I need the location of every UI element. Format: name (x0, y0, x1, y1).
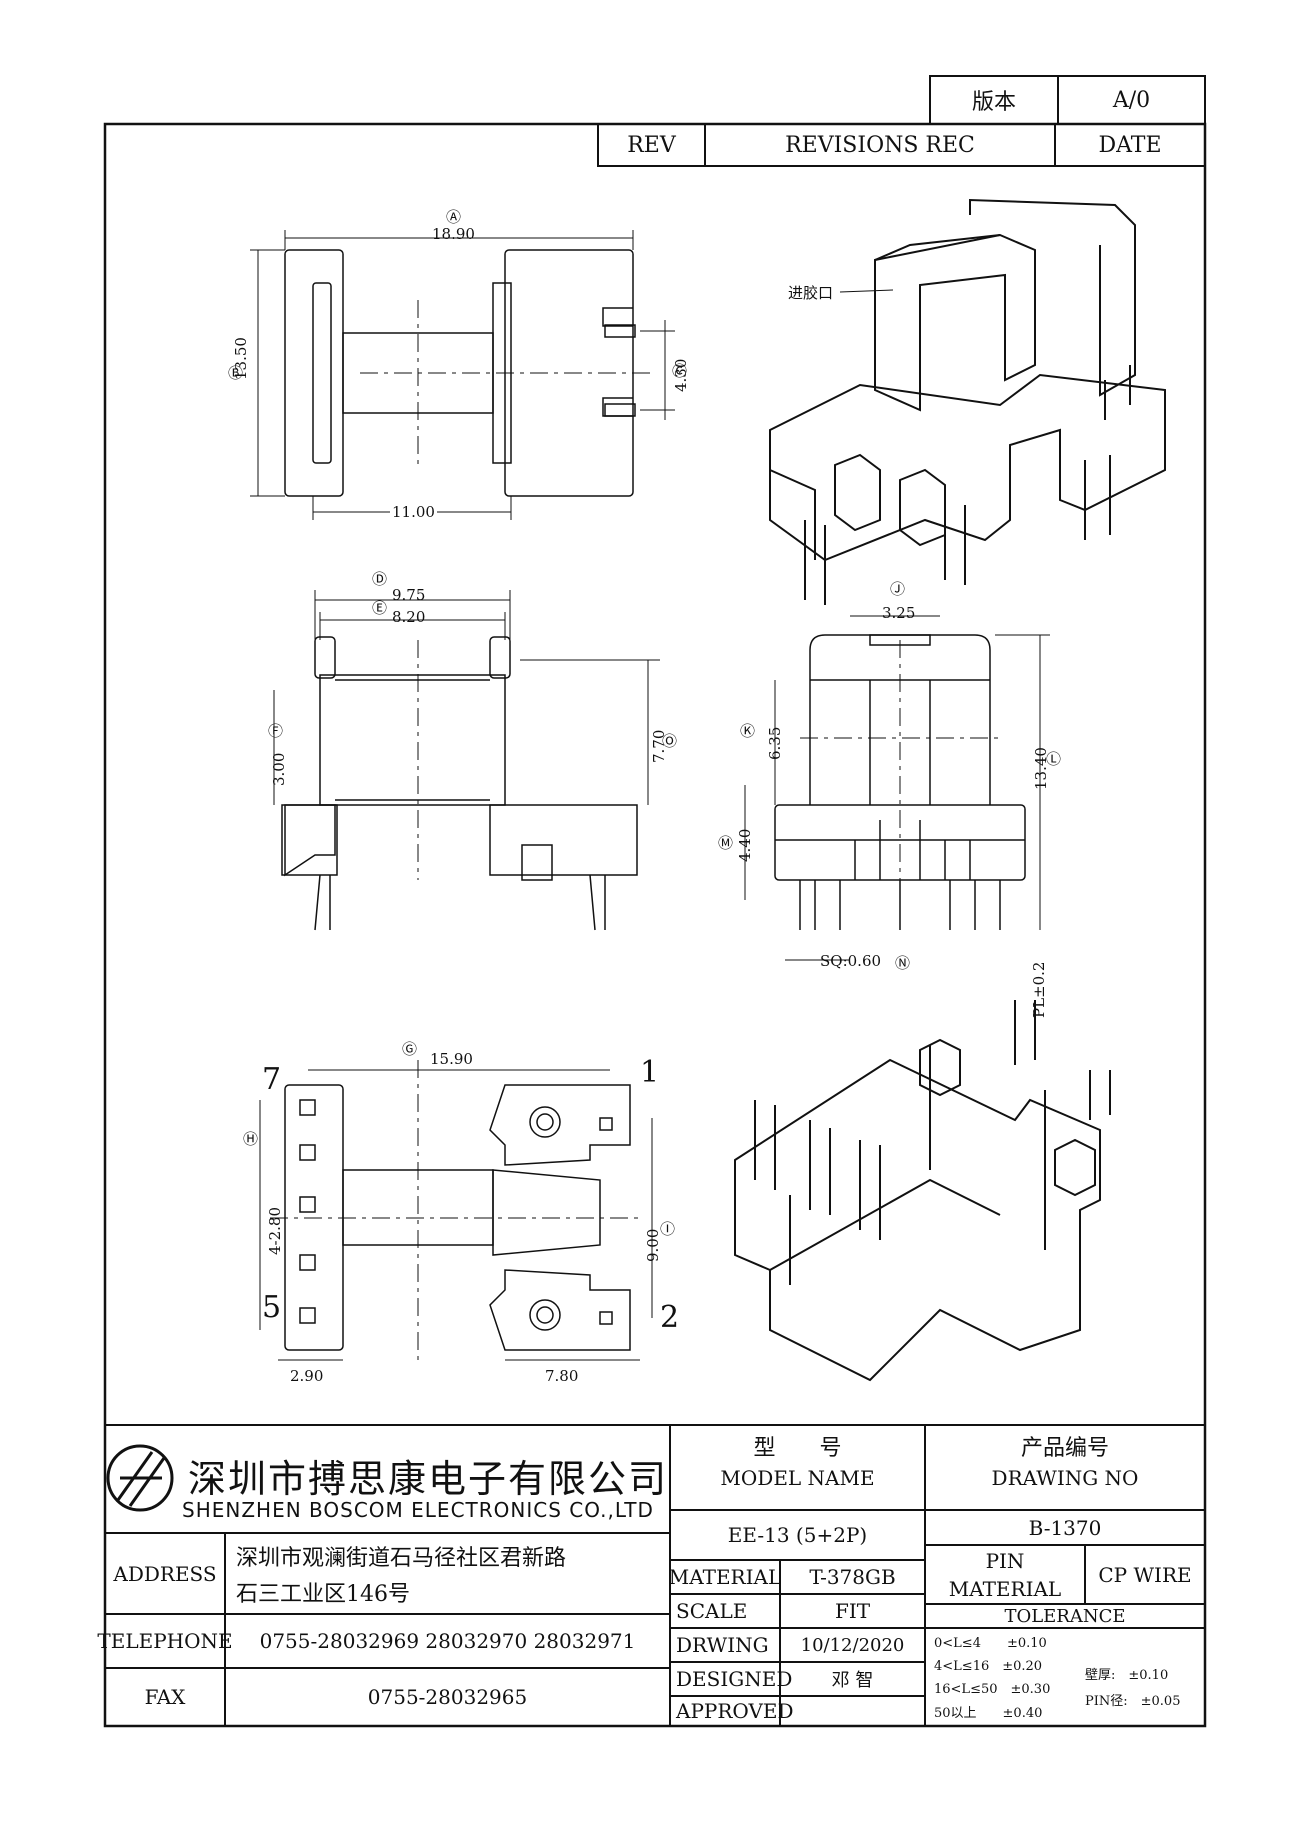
dim-top-bottom: 11.00 (390, 503, 437, 521)
dim-o-tag: Ⓞ (662, 732, 678, 750)
side-view (744, 615, 1050, 961)
dim-l-tag: Ⓛ (1046, 750, 1062, 768)
pin-5-label: 5 (262, 1290, 282, 1325)
pin-material-label-2: MATERIAL (948, 1577, 1062, 1601)
dim-d: 9.75 (392, 586, 426, 604)
model-label-cn: 型 号 (753, 1436, 842, 1461)
address-line1: 深圳市观澜街道石马径社区君新路 (236, 1546, 567, 1571)
dim-e: 8.20 (392, 608, 426, 626)
scale-label: SCALE (676, 1599, 748, 1623)
version-label: 版本 (971, 90, 1016, 115)
dim-n-tag: Ⓝ (895, 954, 911, 972)
drawing-no-value: B-1370 (1028, 1515, 1102, 1540)
dim-k: 6.35 (766, 726, 784, 760)
scale-value: FIT (834, 1599, 871, 1623)
dim-j-tag: Ⓙ (890, 580, 906, 598)
pin-2-label: 2 (660, 1300, 680, 1335)
material-label: MATERIAL (668, 1565, 782, 1589)
material-value: T-378GB (809, 1565, 896, 1589)
version-value: A/0 (1112, 87, 1151, 113)
pl-tolerance: PL±0.2 (1030, 961, 1048, 1018)
model-value: EE-13 (5+2P) (727, 1523, 868, 1547)
tolerance-row-2: 4<L≤16 ±0.20 (934, 1659, 1043, 1674)
tolerance-row-1: 0<L≤4 ±0.10 (934, 1636, 1047, 1651)
dim-n: SQ:0.60 (820, 952, 882, 970)
dim-f-tag: Ⓕ (268, 722, 284, 740)
revisions-label: REVISIONS REC (785, 132, 975, 158)
dim-b-tag: Ⓑ (228, 364, 244, 382)
tolerance-row-3: 16<L≤50 ±0.30 (934, 1682, 1051, 1697)
dim-bottom-left: 2.90 (290, 1367, 324, 1385)
dim-b: 13.50 (232, 337, 250, 380)
dim-j: 3.25 (882, 604, 916, 622)
company-name-cn: 深圳市搏思康电子有限公司 (188, 1457, 669, 1501)
dim-f: 3.00 (270, 752, 288, 786)
approved-label: APPROVED (676, 1699, 794, 1723)
model-label-en: MODEL NAME (720, 1466, 875, 1490)
bottom-view (259, 1060, 653, 1361)
title-block (105, 1424, 1205, 1726)
tolerance-pin: PIN径: ±0.05 (1085, 1694, 1181, 1709)
drwing-label: DRWING (676, 1633, 769, 1657)
iso-view-top (769, 198, 1166, 605)
rev-label: REV (627, 132, 676, 158)
company-logo (106, 1444, 174, 1512)
pin-1-label: 1 (640, 1055, 660, 1090)
drawing-no-label-en: DRAWING NO (991, 1466, 1139, 1490)
pin-7-label: 7 (262, 1062, 282, 1097)
dim-k-tag: Ⓚ (740, 722, 756, 740)
dim-i-tag: Ⓘ (660, 1220, 676, 1238)
drawing-no-label-cn: 产品编号 (1020, 1436, 1109, 1461)
dim-d-tag: Ⓓ (372, 570, 388, 588)
dim-a: 18.90 (432, 225, 475, 243)
dim-a-tag: Ⓐ (446, 208, 462, 226)
dim-h-tag: Ⓗ (243, 1130, 259, 1148)
dim-m: 4.40 (736, 828, 754, 862)
dim-g-tag: Ⓖ (402, 1040, 418, 1058)
tolerance-row-4: 50以上 ±0.40 (934, 1706, 1043, 1721)
telephone-value: 0755-28032969 28032970 28032971 (259, 1629, 636, 1653)
telephone-label: TELEPHONE (97, 1629, 233, 1653)
dim-e-tag: Ⓔ (372, 599, 388, 617)
tolerance-wall: 壁厚: ±0.10 (1085, 1668, 1169, 1683)
dim-pitch: 4-2.80 (266, 1206, 284, 1255)
drwing-value: 10/12/2020 (800, 1634, 905, 1656)
dim-m-tag: Ⓜ (718, 834, 734, 852)
tolerance-label: TOLERANCE (1004, 1605, 1126, 1627)
dim-g: 15.90 (430, 1050, 473, 1068)
fax-label: FAX (144, 1685, 186, 1709)
address-label: ADDRESS (113, 1561, 217, 1586)
designed-value: 邓 智 (831, 1670, 874, 1691)
iso-view-bottom (734, 1000, 1111, 1382)
revision-table (597, 123, 1206, 167)
gate-callout: 进胶口 (788, 284, 834, 302)
address-line2: 石三工业区146号 (236, 1582, 410, 1607)
front-view (273, 590, 660, 931)
pin-material-value: CP WIRE (1098, 1562, 1192, 1587)
pin-material-label-1: PIN (985, 1549, 1025, 1573)
top-view (250, 230, 675, 520)
dim-c-tag: Ⓒ (672, 362, 688, 380)
fax-value: 0755-28032965 (367, 1685, 528, 1709)
company-name-en: SHENZHEN BOSCOM ELECTRONICS CO.,LTD (182, 1498, 654, 1522)
dim-bottom-right: 7.80 (545, 1367, 579, 1385)
designed-label: DESIGNED (676, 1667, 793, 1691)
date-label: DATE (1098, 132, 1162, 158)
